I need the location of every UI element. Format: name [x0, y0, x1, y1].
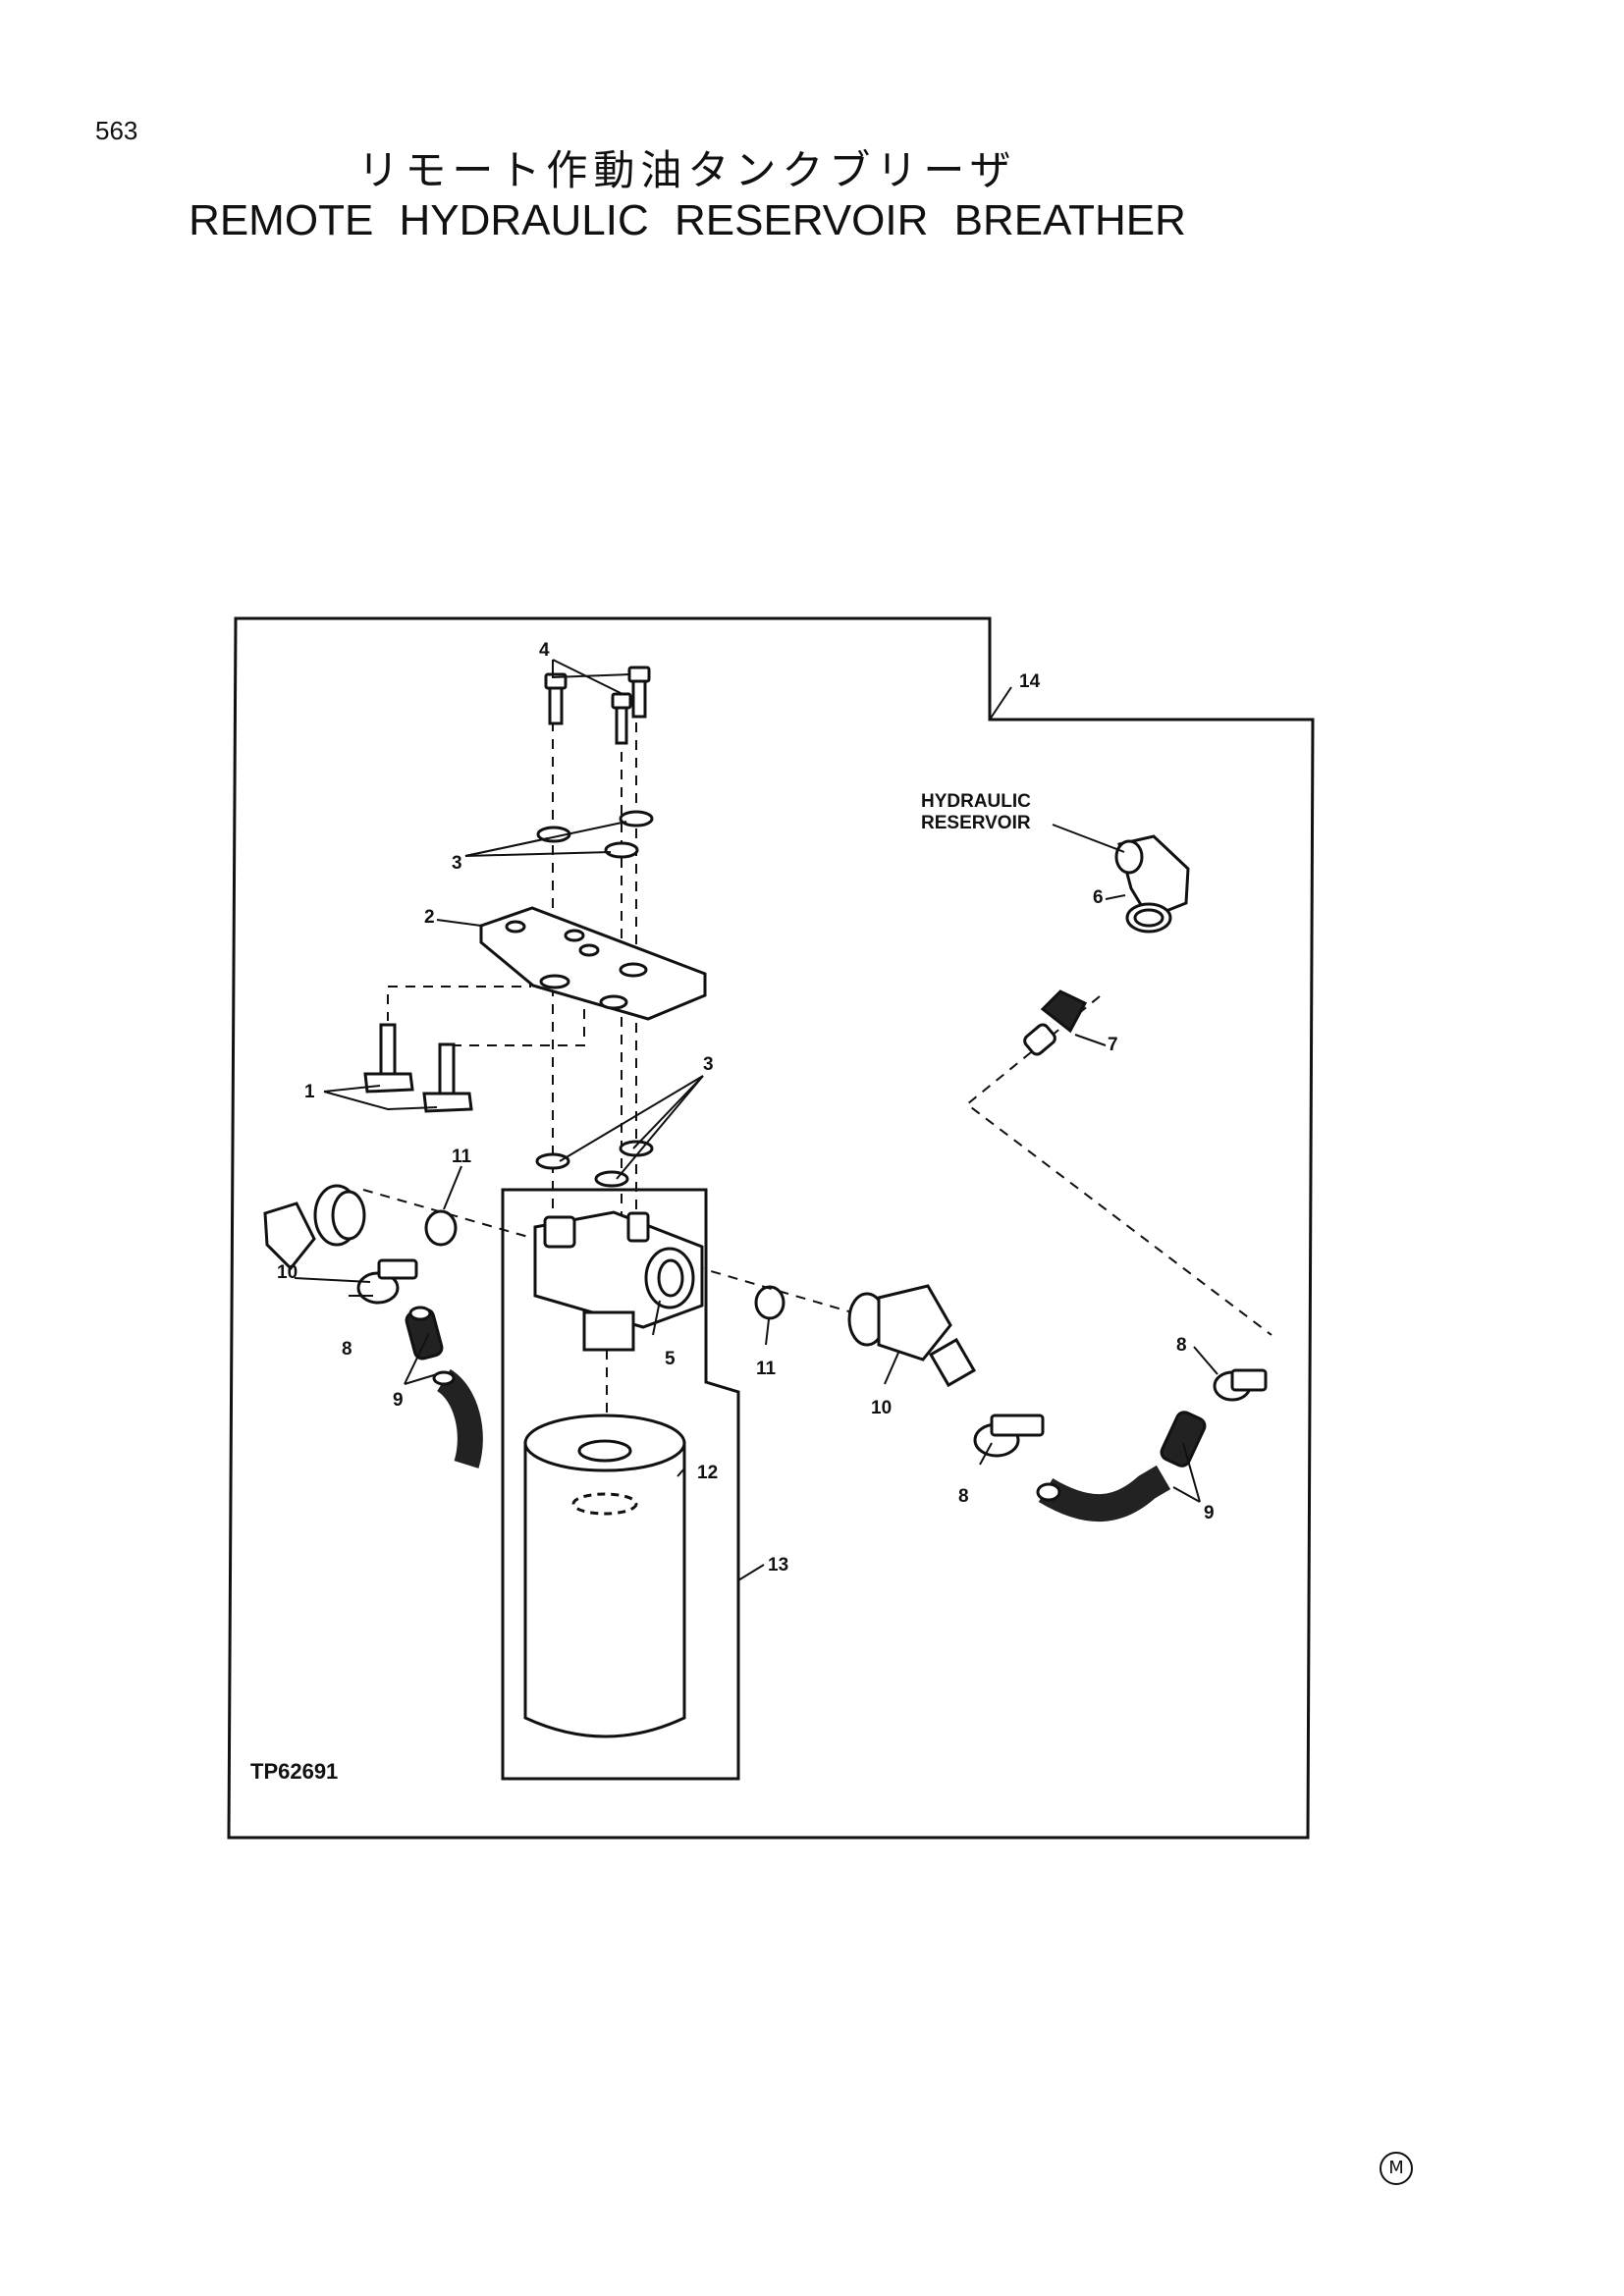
figure-code: TP62691	[250, 1759, 338, 1784]
callout-3-lower: 3	[703, 1054, 714, 1075]
page-number: 563	[95, 116, 138, 145]
assembly-box-outline	[501, 1188, 740, 1781]
callout-8-right-top: 8	[1176, 1335, 1187, 1356]
footer-mark: M	[1380, 2152, 1413, 2185]
callout-9-right: 9	[1204, 1503, 1215, 1523]
filter-head	[533, 1210, 704, 1352]
callout-2: 2	[424, 907, 435, 928]
frame-outline	[227, 616, 1315, 1840]
callout-14: 14	[1019, 671, 1041, 692]
callout-10-left: 10	[277, 1262, 298, 1283]
o-ring-left	[424, 1209, 458, 1247]
breather-elbow	[1114, 834, 1190, 934]
callout-10-right: 10	[871, 1398, 892, 1418]
washers-upper	[536, 810, 654, 859]
leader-lines	[294, 659, 1218, 1581]
hose-clamps	[356, 1258, 1268, 1458]
callout-6: 6	[1093, 887, 1104, 908]
hoses	[405, 1306, 1207, 1522]
callout-8-right: 8	[958, 1486, 969, 1507]
callout-1: 1	[304, 1082, 315, 1102]
title-japanese: リモート作動油タンクブリーザ	[357, 146, 1017, 194]
filter-element	[523, 1414, 686, 1738]
o-ring-right	[754, 1285, 785, 1320]
callout-9-left: 9	[393, 1390, 404, 1411]
callout-numbers: 4 14 3 2 6 7 1 3 11 10 8 5 11 9 10 8 12 …	[277, 640, 1215, 1575]
callout-11-right: 11	[756, 1359, 777, 1379]
flange-bolts	[363, 1023, 473, 1113]
breather-fitting	[1023, 989, 1088, 1056]
title-english: REMOTE HYDRAULIC RESERVOIR BREATHER	[189, 196, 1186, 244]
reservoir-note-line1: HYDRAULIC	[921, 791, 1031, 812]
mounting-plate	[479, 906, 707, 1021]
callout-11-left: 11	[452, 1147, 472, 1167]
assembly-lines	[362, 687, 1272, 1423]
callout-5: 5	[665, 1349, 676, 1369]
callout-8-left: 8	[342, 1339, 352, 1360]
callout-7: 7	[1108, 1035, 1118, 1055]
reservoir-note: HYDRAULIC RESERVOIR	[921, 791, 1031, 833]
callout-12: 12	[697, 1463, 718, 1483]
callout-3-upper: 3	[452, 853, 462, 874]
reservoir-note-line2: RESERVOIR	[921, 813, 1031, 833]
elbow-fitting-left	[263, 1184, 366, 1271]
callout-13: 13	[768, 1555, 788, 1575]
callout-4: 4	[539, 640, 550, 661]
elbow-fitting-right	[847, 1284, 977, 1388]
bolt-group	[544, 666, 651, 745]
